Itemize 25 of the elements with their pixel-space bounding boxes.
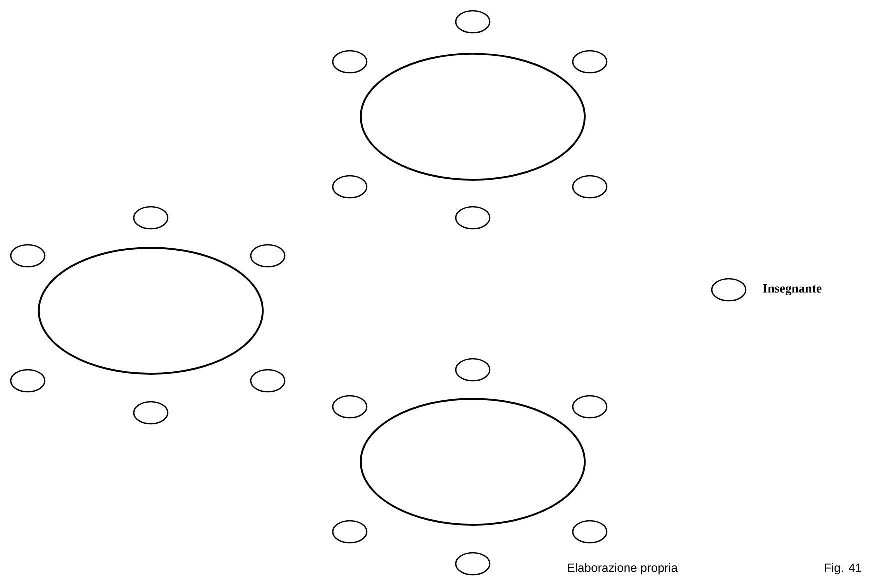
- chair-ellipse: [332, 175, 368, 199]
- chair-ellipse: [332, 395, 368, 419]
- chair-ellipse: [10, 369, 46, 393]
- chair-ellipse: [332, 520, 368, 544]
- text-label: Fig. 41: [825, 563, 862, 575]
- chair-ellipse: [332, 50, 368, 74]
- text-label: Insegnante: [763, 284, 822, 296]
- chair-ellipse: [572, 520, 608, 544]
- chair-ellipse: [250, 244, 286, 268]
- chair-ellipse: [133, 401, 169, 425]
- chair-ellipse: [572, 395, 608, 419]
- text-label: Elaborazione propria: [568, 563, 678, 575]
- chair-ellipse: [455, 206, 491, 230]
- chair-ellipse: [711, 278, 747, 302]
- chair-ellipse: [572, 175, 608, 199]
- chair-ellipse: [455, 358, 491, 382]
- table-ellipse: [360, 53, 586, 181]
- chair-ellipse: [10, 244, 46, 268]
- chair-ellipse: [572, 50, 608, 74]
- table-ellipse: [38, 247, 264, 375]
- chair-ellipse: [133, 206, 169, 230]
- chair-ellipse: [455, 10, 491, 34]
- chair-ellipse: [455, 552, 491, 576]
- table-ellipse: [360, 398, 586, 526]
- chair-ellipse: [250, 369, 286, 393]
